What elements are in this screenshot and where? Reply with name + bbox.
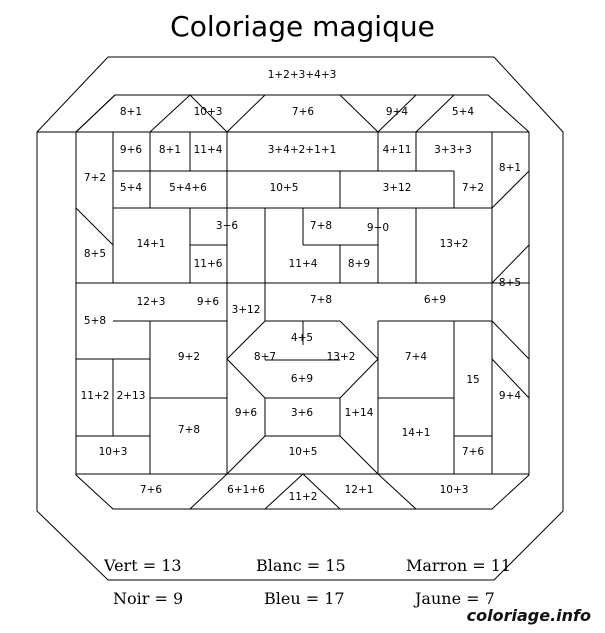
cell-label: 7+8 — [310, 220, 332, 232]
cell-label: 14+1 — [137, 238, 166, 250]
cell-label: 9+6 — [120, 144, 142, 156]
cell-label: 9+0 — [367, 222, 389, 234]
legend-marron: Marron = 11 — [406, 556, 512, 575]
cell-label: 8+7 — [254, 351, 276, 363]
cell-label: 6+9 — [424, 294, 446, 306]
cell-label: 3+12 — [383, 182, 412, 194]
cell-label: 13+2 — [440, 238, 469, 250]
cell-label: 10+3 — [194, 106, 223, 118]
cell-label: 6+9 — [291, 373, 313, 385]
legend-bleu: Bleu = 17 — [264, 589, 345, 608]
legend-jaune: Jaune = 7 — [415, 589, 495, 608]
cell-label: 5+4 — [452, 106, 474, 118]
cell-label: 10+3 — [99, 446, 128, 458]
cell-label: 6+1+6 — [227, 484, 265, 496]
cell-label: 9+4 — [499, 390, 521, 402]
cell-label: 3+3+3 — [434, 144, 472, 156]
cell-label: 3+6 — [291, 407, 313, 419]
cell-label: 15 — [466, 374, 479, 386]
cell-label: 11+4 — [194, 144, 223, 156]
cell-label: 8+1 — [159, 144, 181, 156]
cell-label: 13+2 — [327, 351, 356, 363]
cell-label: 10+5 — [289, 446, 318, 458]
cell-label: 4+11 — [383, 144, 412, 156]
cell-label: 1+14 — [345, 407, 374, 419]
cell-label: 4+5 — [291, 332, 313, 344]
cell-label: 7+4 — [405, 351, 427, 363]
cell-label: 8+1 — [499, 162, 521, 174]
cell-label: 5+4 — [120, 182, 142, 194]
cell-label: 1+2+3+4+3 — [268, 69, 337, 81]
cell-label: 8+5 — [499, 277, 521, 289]
cell-label: 7+2 — [84, 172, 106, 184]
cell-label: 11+4 — [289, 258, 318, 270]
cell-label: 11+2 — [81, 390, 110, 402]
cell-label: 3+6 — [216, 220, 238, 232]
cell-label: 11+2 — [289, 491, 318, 503]
cell-label: 11+6 — [194, 258, 223, 270]
cell-label: 12+3 — [137, 296, 166, 308]
cell-label: 7+2 — [462, 182, 484, 194]
cell-label: 12+1 — [345, 484, 374, 496]
cell-label: 8+1 — [120, 106, 142, 118]
page-title: Coloriage magique — [170, 10, 435, 43]
cell-label: 5+4+6 — [169, 182, 207, 194]
cell-label: 9+2 — [178, 351, 200, 363]
cell-label: 3+12 — [232, 304, 261, 316]
cell-label: 7+8 — [310, 294, 332, 306]
cell-label: 10+3 — [440, 484, 469, 496]
cell-label: 14+1 — [402, 427, 431, 439]
cell-label: 9+4 — [386, 106, 408, 118]
outer-frame — [36, 56, 564, 581]
cell-label: 10+5 — [270, 182, 299, 194]
legend-noir: Noir = 9 — [113, 589, 184, 608]
cell-label: 9+6 — [235, 407, 257, 419]
legend-blanc: Blanc = 15 — [256, 556, 346, 575]
cell-label: 3+4+2+1+1 — [268, 144, 337, 156]
legend-vert: Vert = 13 — [104, 556, 182, 575]
cell-label: 7+6 — [462, 446, 484, 458]
site-watermark: coloriage.info — [466, 606, 591, 625]
cell-label: 7+6 — [292, 106, 314, 118]
cell-label: 7+6 — [140, 484, 162, 496]
cell-label: 8+9 — [348, 258, 370, 270]
cell-label: 7+8 — [178, 424, 200, 436]
cell-label: 2+13 — [117, 390, 146, 402]
cell-label: 9+6 — [197, 296, 219, 308]
cell-label: 8+5 — [84, 248, 106, 260]
cell-label: 5+8 — [84, 315, 106, 327]
